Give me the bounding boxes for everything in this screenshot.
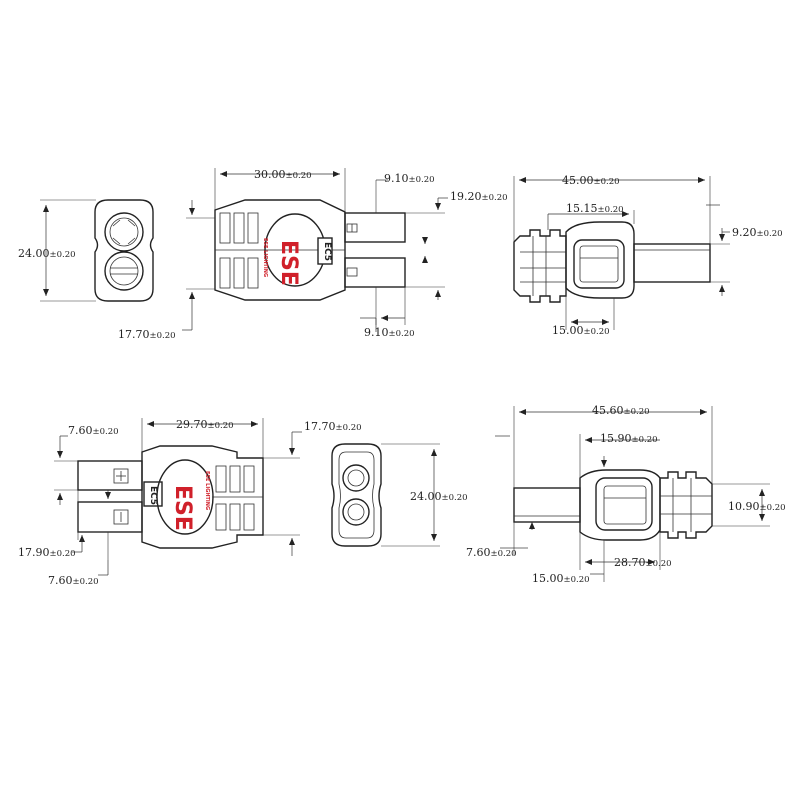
male-top-view: EC5 ESE ESE LIGHTING 29.70±0.20 17.70±0.… [18, 418, 362, 587]
dim-side-base: 15.00±0.20 [552, 324, 610, 337]
dim-male-pin-width: 7.60±0.20 [68, 424, 119, 437]
dim-front-height: 24.00±0.20 [18, 247, 76, 260]
dim-top-body-height: 17.70±0.20 [118, 328, 176, 341]
male-model-mark: EC5 [148, 486, 158, 505]
brand-text: ESE LIGHTING [262, 238, 268, 277]
male-brand-mark: ESE [170, 485, 195, 531]
female-front-view: 24.00±0.20 [18, 199, 154, 302]
dim-male-length: 29.70±0.20 [176, 418, 234, 431]
dim-top-pin-bottom: 9.10±0.20 [364, 326, 415, 339]
male-side-view: 45.60±0.20 15.90±0.20 10.90±0.20 7.60±0.… [466, 404, 786, 585]
dim-side-pin-height: 9.20±0.20 [732, 226, 783, 239]
male-brand-text: ESE LIGHTING [204, 471, 210, 510]
dim-male-side-base: 15.00±0.20 [532, 572, 590, 585]
male-front-view: 24.00±0.20 [331, 443, 468, 547]
dim-male-front-height: 24.00±0.20 [410, 490, 468, 503]
dim-male-pin-span: 17.90±0.20 [18, 546, 76, 559]
brand-mark: ESE [276, 240, 301, 286]
dim-male-side-pin-len: 28.70±0.20 [614, 556, 672, 569]
dim-male-body-height: 17.70±0.20 [304, 420, 362, 433]
dim-top-pin-span: 19.20±0.20 [450, 190, 508, 203]
female-side-view: 45.00±0.20 15.15±0.20 9.20±0.20 15.00±0.… [513, 174, 783, 337]
dim-side-length: 45.00±0.20 [562, 174, 620, 187]
dim-top-pin-offset: 9.10±0.20 [384, 172, 435, 185]
dim-male-side-pin: 7.60±0.20 [466, 546, 517, 559]
model-mark: EC5 [322, 242, 332, 261]
female-top-view: ESE ESE LIGHTING EC5 30.00±0.20 9.10±0.2… [118, 168, 508, 341]
dim-male-side-length: 45.60±0.20 [592, 404, 650, 417]
dim-top-length: 30.00±0.20 [254, 168, 312, 181]
dim-male-side-body: 15.90±0.20 [600, 432, 658, 445]
dim-male-side-height: 10.90±0.20 [728, 500, 786, 513]
dim-side-body: 15.15±0.20 [566, 202, 624, 215]
dim-male-pin-width-2: 7.60±0.20 [48, 574, 99, 587]
